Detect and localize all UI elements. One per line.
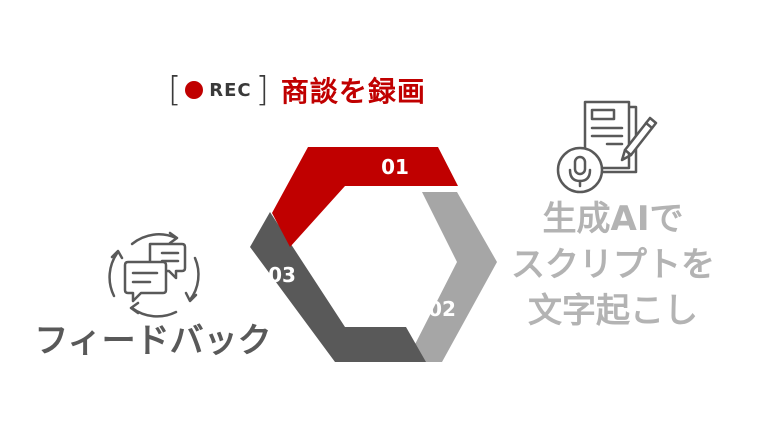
step2-label: 生成AIで スクリプトを 文字起こし	[498, 196, 728, 334]
step3-label: フィードバック	[34, 321, 272, 361]
step2-segment	[406, 192, 497, 362]
document-microphone-icon	[556, 100, 658, 194]
step1-number: 01	[381, 155, 409, 179]
record-dot-icon	[185, 81, 204, 99]
bracket-open: [	[168, 70, 182, 110]
bracket-close: ]	[255, 70, 269, 110]
rec-label: REC	[209, 79, 252, 101]
step2-label-line: スクリプトを	[511, 245, 715, 285]
chat-cycle-icon	[108, 231, 200, 318]
step1-title: 商談を録画	[280, 75, 426, 108]
step3-number: 03	[268, 263, 296, 287]
step2-label-line: 文字起こし	[528, 291, 698, 331]
step2-label-line: 生成AIで	[542, 199, 684, 239]
step2-number: 02	[428, 297, 456, 321]
step3-segment	[250, 212, 426, 362]
rec-header: [ REC ] 商談を録画	[168, 70, 426, 110]
step1-segment	[272, 147, 458, 247]
